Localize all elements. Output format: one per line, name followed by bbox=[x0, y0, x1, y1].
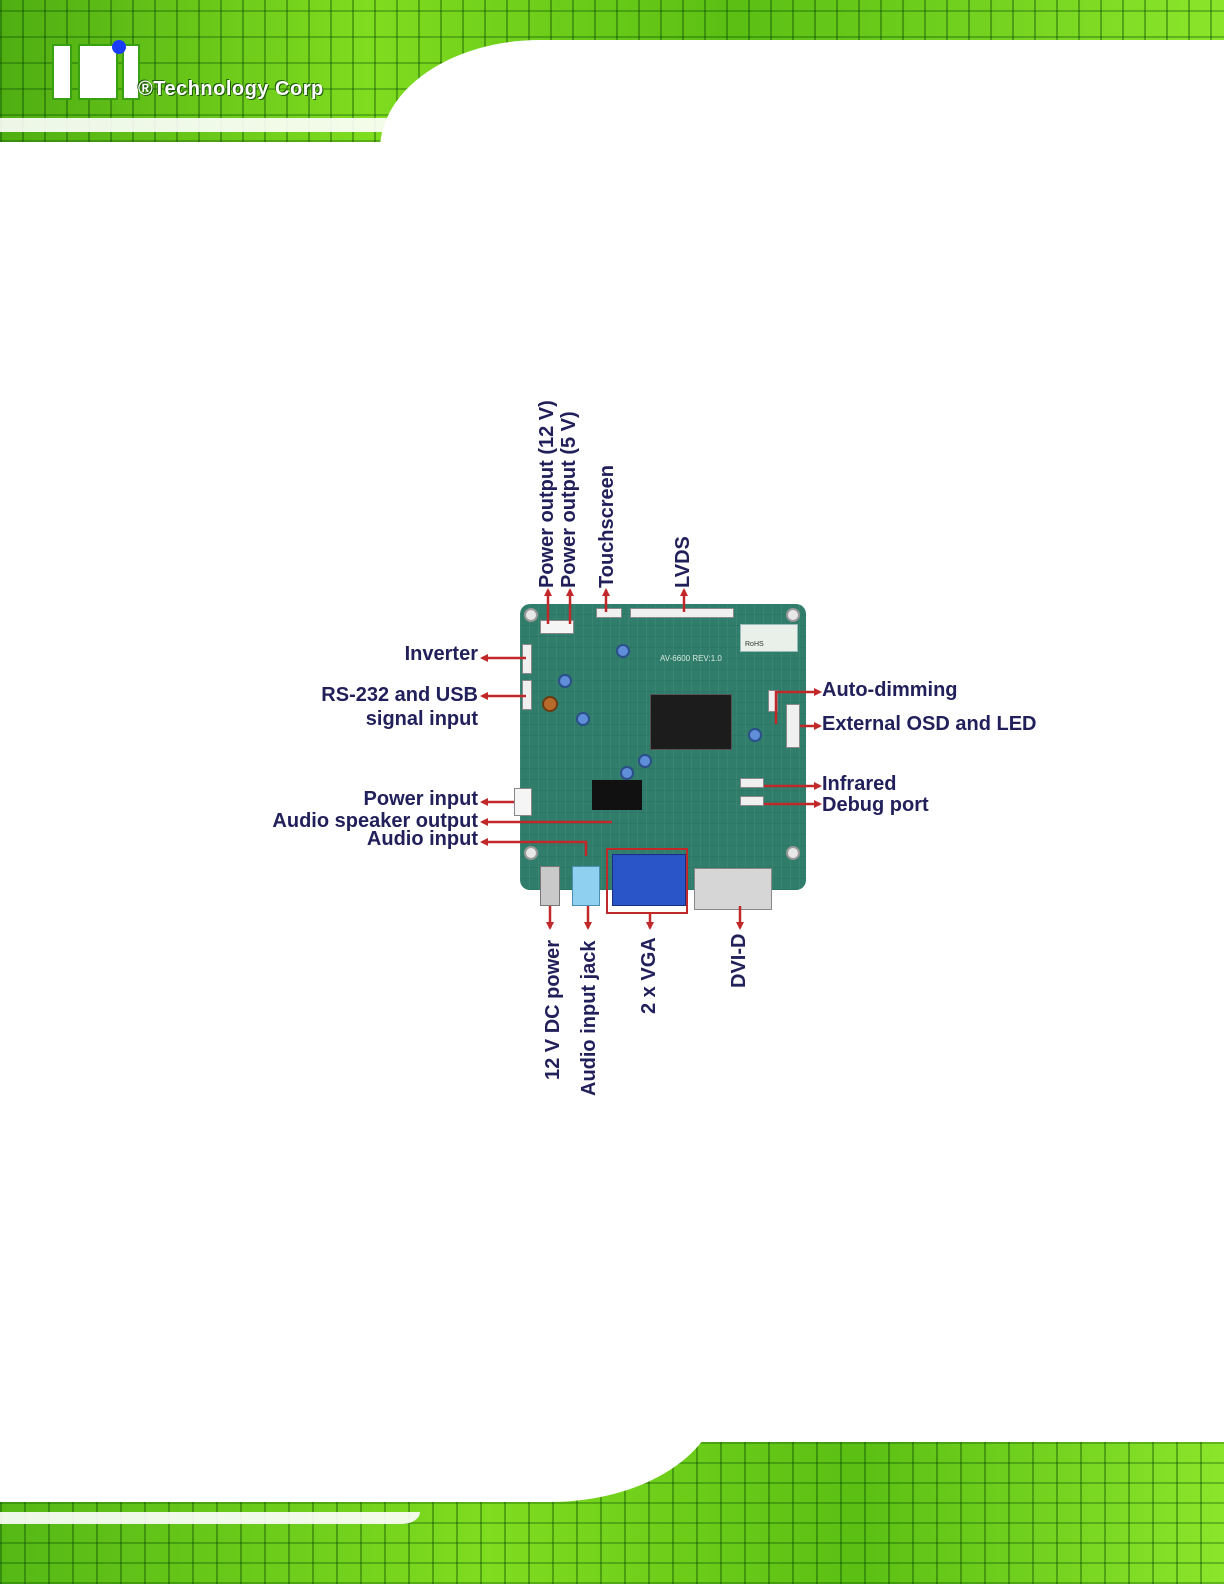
rohs-badge: RoHS bbox=[740, 624, 798, 652]
header-white-shape bbox=[380, 40, 1224, 142]
label-dvi-d: DVI-D bbox=[728, 933, 750, 988]
label-debug-port: Debug port bbox=[822, 794, 929, 816]
capacitor bbox=[576, 712, 590, 726]
arrow-audio-input bbox=[480, 838, 588, 856]
main-chip bbox=[650, 694, 732, 750]
label-audio-input-jack: Audio input jack bbox=[578, 940, 600, 1096]
mount-hole bbox=[524, 846, 538, 860]
capacitor bbox=[620, 766, 634, 780]
header-stripe bbox=[0, 118, 520, 132]
mount-hole bbox=[786, 608, 800, 622]
logo-letter-i bbox=[52, 44, 72, 100]
label-audio-input: Audio input bbox=[366, 828, 478, 850]
capacitor bbox=[638, 754, 652, 768]
regulator bbox=[592, 780, 642, 810]
label-audio-speaker-output: Audio speaker output bbox=[272, 810, 478, 832]
iei-logo bbox=[48, 40, 140, 100]
logo-dot bbox=[112, 40, 126, 54]
label-external-osd-led: External OSD and LED bbox=[822, 713, 1037, 735]
label-auto-dimming: Auto-dimming bbox=[822, 679, 958, 701]
vga-highlight-box bbox=[606, 848, 688, 914]
label-power-output-12v: Power output (12 V) bbox=[536, 400, 558, 588]
inductor bbox=[542, 696, 558, 712]
infrared-connector bbox=[740, 778, 764, 788]
vga-connector bbox=[612, 854, 686, 906]
board-model-text: AV-6600 REV:1.0 bbox=[660, 654, 722, 663]
logo-letter-e bbox=[78, 44, 118, 100]
audio-jack bbox=[572, 866, 600, 906]
label-power-output-5v: Power output (5 V) bbox=[558, 411, 580, 588]
touchscreen-connector bbox=[596, 608, 622, 618]
brand-text: ®Technology Corp bbox=[138, 78, 324, 100]
label-signal-input: signal input bbox=[365, 708, 478, 730]
power-input-connector bbox=[514, 788, 532, 816]
footer-banner bbox=[0, 1442, 1224, 1584]
label-lvds: LVDS bbox=[672, 536, 694, 588]
label-touchscreen: Touchscreen bbox=[596, 465, 618, 588]
logo-letter-i2 bbox=[122, 44, 140, 100]
label-rs232-usb: RS-232 and USB bbox=[321, 684, 478, 706]
dc-power-jack bbox=[540, 866, 560, 906]
label-2x-vga: 2 x VGA bbox=[638, 937, 660, 1014]
auto-dimming-connector bbox=[768, 690, 778, 712]
label-inverter: Inverter bbox=[404, 643, 478, 665]
debug-connector bbox=[740, 796, 764, 806]
mount-hole bbox=[524, 608, 538, 622]
header-banner: ®Technology Corp bbox=[0, 0, 1224, 142]
capacitor bbox=[748, 728, 762, 742]
footer-stripe bbox=[0, 1512, 420, 1524]
dvi-connector bbox=[694, 868, 772, 910]
osd-connector bbox=[786, 704, 800, 748]
label-12v-dc-power: 12 V DC power bbox=[542, 939, 564, 1080]
capacitor bbox=[616, 644, 630, 658]
label-power-input: Power input bbox=[363, 788, 478, 810]
capacitor bbox=[558, 674, 572, 688]
footer-white-shape bbox=[0, 1442, 720, 1502]
arrow-auto-dimming bbox=[774, 688, 822, 724]
mount-hole bbox=[786, 846, 800, 860]
board-image: RoHS AV-6600 REV:1.0 bbox=[514, 604, 806, 910]
lvds-connector bbox=[630, 608, 734, 618]
label-infrared: Infrared bbox=[822, 773, 897, 795]
